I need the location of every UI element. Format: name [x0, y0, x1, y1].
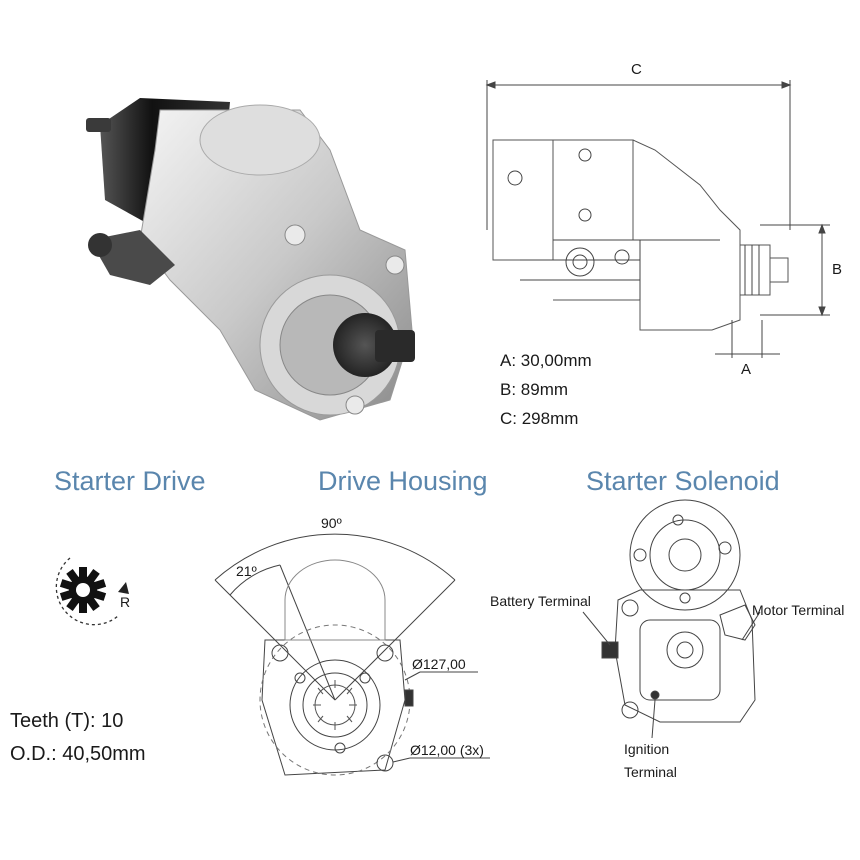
dimension-c-label: C [631, 61, 642, 78]
dimension-c-value: C: 298mm [500, 409, 579, 428]
ignition-terminal-label-2: Terminal [624, 764, 677, 780]
teeth-count: Teeth (T): 10 [10, 710, 124, 732]
starter-drive-title: Starter Drive [54, 466, 206, 496]
dimension-b-value: B: 89mm [500, 380, 569, 399]
rotation-label: R [120, 594, 131, 610]
rotation-arrow-icon [118, 582, 129, 594]
angle-90-label: 90º [321, 515, 342, 531]
ignition-terminal-label-1: Ignition [624, 741, 670, 757]
dimension-b-label: B [832, 261, 843, 278]
outer-diameter: O.D.: 40,50mm [10, 743, 146, 765]
starter-solenoid-title: Starter Solenoid [586, 466, 780, 496]
battery-terminal-label: Battery Terminal [490, 593, 591, 609]
diameter-127-label: Ø127,00 [412, 656, 466, 672]
dimension-a-label: A [741, 361, 752, 378]
diameter-12-label: Ø12,00 (3x) [410, 742, 484, 758]
motor-terminal-label: Motor Terminal [752, 602, 845, 618]
drive-housing-title: Drive Housing [318, 466, 488, 496]
angle-21-label: 21º [236, 563, 257, 579]
dimension-a-value: A: 30,00mm [500, 351, 592, 370]
